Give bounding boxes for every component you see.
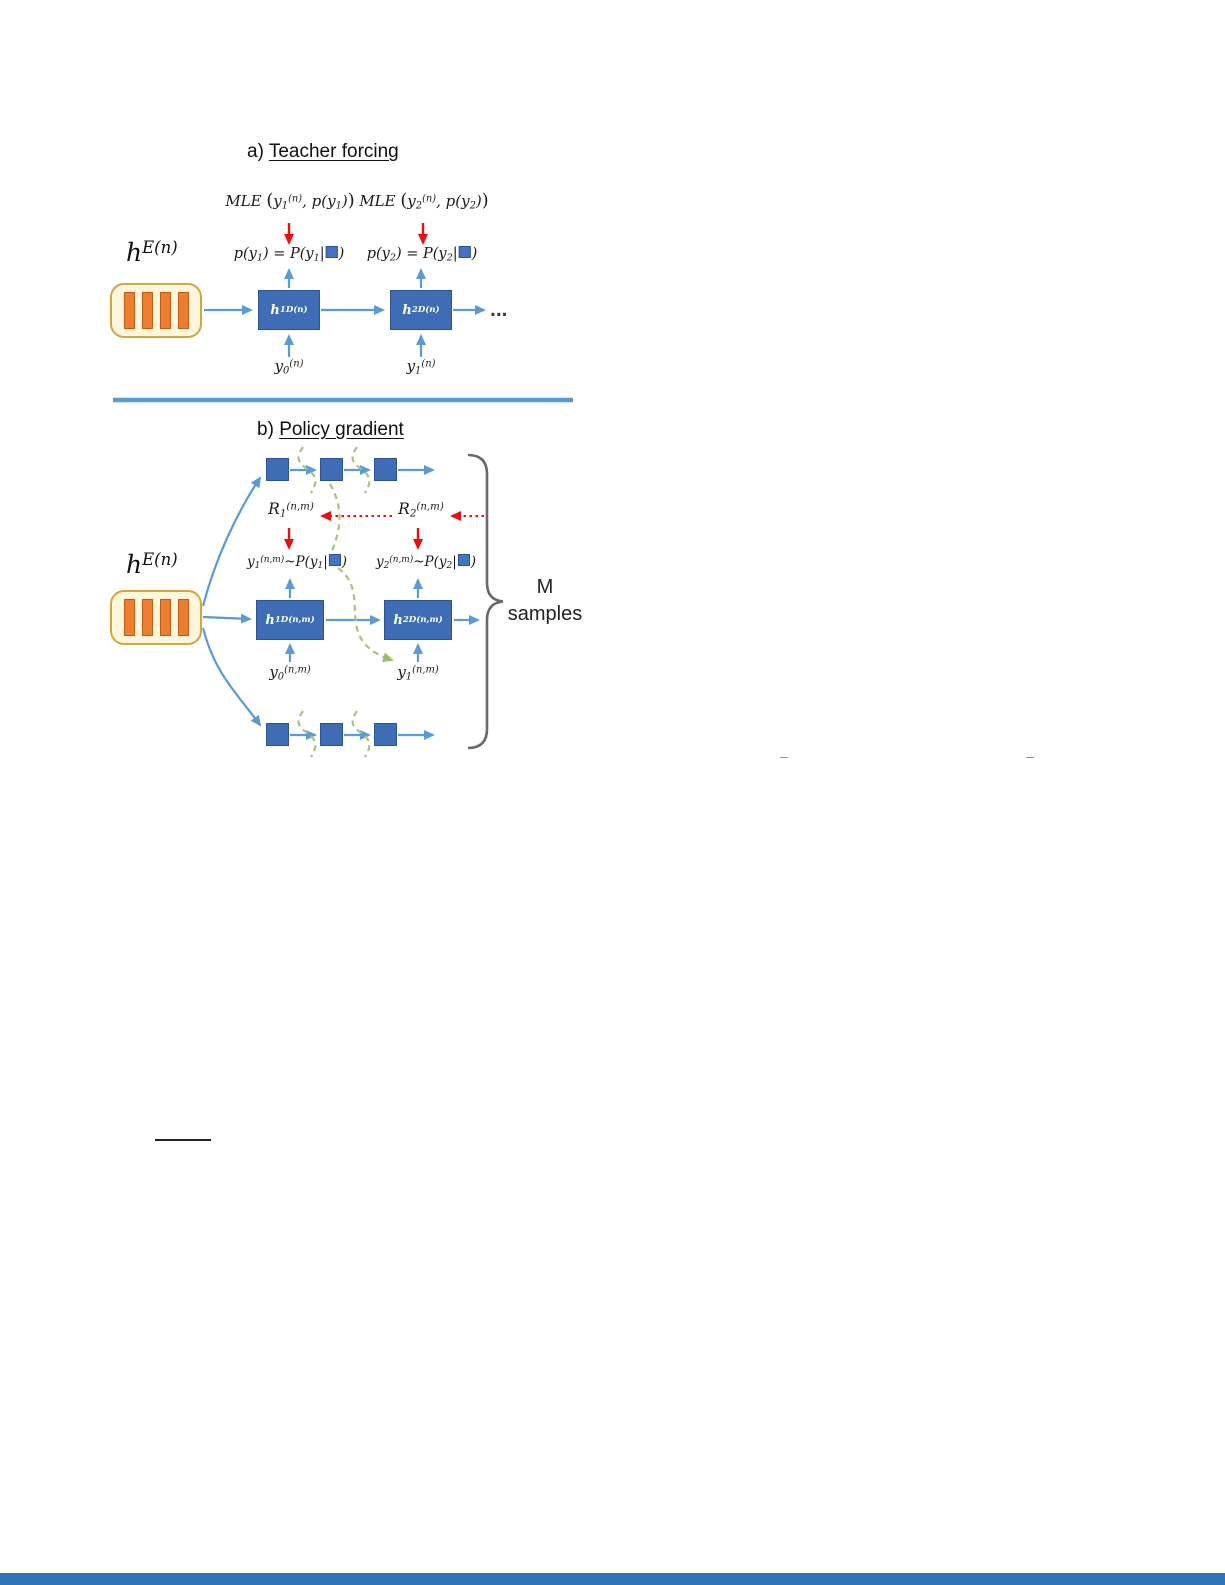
formula-mle-1: MLE (y1(n), p(y1)) [225, 191, 355, 212]
sample-curve-bottom-1 [297, 710, 317, 758]
panel-a-title-prefix: a) [247, 141, 269, 162]
formula-p-y1: p(y1) = P(y1|) [233, 246, 345, 264]
formula-p-y2: p(y2) = P(y2|) [366, 246, 478, 264]
encoder-bar [141, 292, 153, 329]
encoder-bar [123, 599, 135, 636]
m-samples-brace [467, 453, 504, 750]
encoder-bar [141, 599, 153, 636]
encoder-state-box-a [110, 283, 202, 338]
panel-b-title-prefix: b) [257, 419, 280, 440]
sample-chain-bottom-cell-1 [266, 723, 289, 746]
m-samples-label: M samples [503, 574, 587, 628]
panel-a-title-text: Teacher forcing [268, 141, 399, 162]
panel-b-reward-arrows [284, 511, 484, 550]
page-bottom-bar [0, 1573, 1225, 1585]
panel-a-title: a) Teacher forcing [247, 141, 399, 163]
label-y1-a: y1(n) [406, 357, 436, 377]
encoder-hidden-state-label-b: hE(n) [126, 550, 178, 579]
stray-dash-2: – [1026, 748, 1034, 764]
label-y0-b: y0(n,m) [269, 663, 311, 683]
encoder-bar [177, 292, 189, 329]
fan-arrow-bottom-chain [201, 627, 262, 727]
encoder-bar [159, 292, 171, 329]
sample-chain-top-cell-1 [266, 458, 289, 481]
panel-b-title: b) Policy gradient [257, 419, 404, 441]
label-y0-a: y0(n) [274, 357, 304, 377]
footnote-rule-fragment [155, 1139, 211, 1141]
m-samples-label-line1: M [536, 576, 554, 598]
label-y1-b: y1(n,m) [397, 663, 439, 683]
encoder-state-box-b [110, 590, 202, 645]
m-samples-label-line2: samples [507, 603, 583, 625]
sample-chain-bottom-cell-3 [374, 723, 397, 746]
encoder-bar [159, 599, 171, 636]
sample-curve-top-to-mid [328, 483, 341, 557]
sample-curve-top-1 [297, 446, 317, 494]
formula-mle-2: MLE (y2(n), p(y2)) [359, 191, 489, 212]
fan-arrow-mid-chain [202, 613, 252, 624]
sample-chain-bottom-cell-2 [320, 723, 343, 746]
reward-r2-label: R2(n,m) [398, 500, 444, 520]
encoder-hidden-state-label-a: hE(n) [126, 238, 178, 267]
sample-chain-top-cell-3 [374, 458, 397, 481]
encoder-bar [123, 292, 135, 329]
panel-a-loss-arrows [284, 223, 428, 245]
ellipsis-continuation: ... [490, 298, 508, 321]
sample-curve-top-2 [351, 446, 371, 494]
panel-b-title-text: Policy gradient [279, 419, 404, 440]
fan-arrow-top-chain [201, 476, 262, 607]
reward-r1-label: R1(n,m) [268, 500, 314, 520]
stray-dash-1: – [780, 748, 788, 764]
sample-curve-bottom-2 [351, 710, 371, 758]
formula-sample-y2: y2(n,m)~P(y2|) [375, 554, 477, 572]
formula-sample-y1: y1(n,m)~P(y1|) [246, 554, 348, 572]
sample-chain-top-cell-2 [320, 458, 343, 481]
encoder-bar [177, 599, 189, 636]
